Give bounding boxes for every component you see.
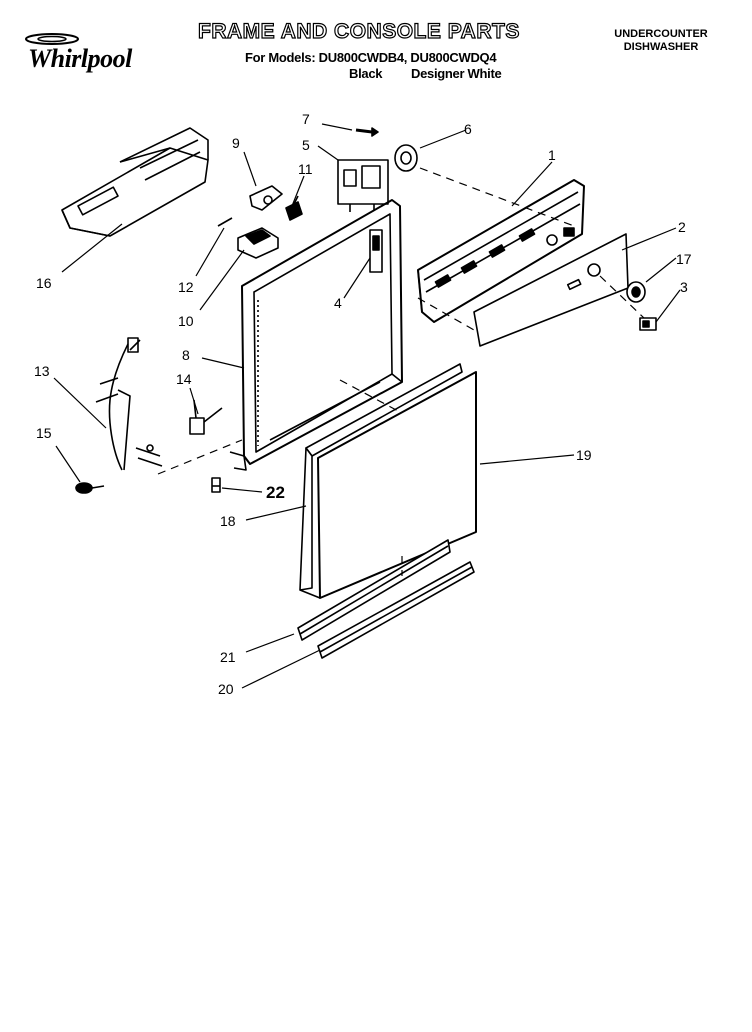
callout-12: 12 bbox=[178, 279, 194, 295]
brand-wordmark: Whirlpool bbox=[28, 44, 132, 73]
callout-21: 21 bbox=[220, 649, 236, 665]
part-trim-strip bbox=[297, 539, 451, 641]
callout-10: 10 bbox=[178, 313, 194, 329]
callout-16: 16 bbox=[36, 275, 52, 291]
whirlpool-logo-icon bbox=[25, 33, 79, 45]
callout-13: 13 bbox=[34, 363, 50, 379]
part-bracket bbox=[237, 227, 279, 259]
callout-11: 11 bbox=[298, 161, 313, 177]
part-door-panel bbox=[299, 363, 477, 599]
part-screw-15 bbox=[75, 482, 105, 494]
part-screw-12 bbox=[217, 217, 233, 227]
appliance-type: UNDERCOUNTER DISHWASHER bbox=[606, 28, 716, 54]
variant-white: Designer White bbox=[411, 66, 502, 81]
part-bottom-strip bbox=[317, 561, 475, 659]
callout-15: 15 bbox=[36, 425, 52, 441]
callout-6: 6 bbox=[464, 121, 472, 137]
leader-lines bbox=[53, 123, 681, 689]
callout-18: 18 bbox=[220, 513, 236, 529]
part-door-frame bbox=[229, 199, 403, 471]
callout-8: 8 bbox=[182, 347, 190, 363]
part-wire-harness bbox=[95, 337, 163, 471]
callout-3: 3 bbox=[680, 279, 688, 295]
callout-7: 7 bbox=[302, 111, 310, 127]
variant-black: Black bbox=[349, 66, 383, 81]
appliance-line-2: DISHWASHER bbox=[623, 41, 699, 53]
part-hinge bbox=[369, 229, 383, 273]
models-line: For Models: DU800CWDB4, DU800CWDQ4 bbox=[245, 50, 497, 65]
part-button bbox=[639, 317, 657, 331]
callout-9: 9 bbox=[232, 135, 240, 151]
part-control-switch bbox=[337, 159, 389, 212]
part-dial-knob bbox=[626, 281, 646, 303]
assembly-guide-lines bbox=[157, 167, 645, 576]
whirlpool-logo: Whirlpool bbox=[22, 32, 152, 76]
part-screw-7 bbox=[355, 127, 379, 137]
callout-14: 14 bbox=[176, 371, 192, 387]
callout-4: 4 bbox=[334, 295, 342, 311]
callout-19: 19 bbox=[576, 447, 592, 463]
part-vent-housing bbox=[61, 127, 209, 237]
part-knob bbox=[394, 144, 418, 172]
callout-5: 5 bbox=[302, 137, 310, 153]
callout-1: 1 bbox=[548, 147, 556, 163]
callout-22: 22 bbox=[266, 483, 285, 502]
page-title: FRAME AND CONSOLE PARTS bbox=[197, 19, 520, 43]
callout-2: 2 bbox=[678, 219, 686, 235]
callout-labels: 1 2 3 4 5 6 7 8 9 10 11 12 13 14 15 16 1… bbox=[34, 111, 692, 697]
part-clip bbox=[211, 477, 221, 493]
callout-17: 17 bbox=[676, 251, 692, 267]
part-switch bbox=[285, 195, 303, 221]
appliance-line-1: UNDERCOUNTER bbox=[614, 28, 708, 40]
callout-20: 20 bbox=[218, 681, 234, 697]
part-latch bbox=[249, 185, 283, 211]
